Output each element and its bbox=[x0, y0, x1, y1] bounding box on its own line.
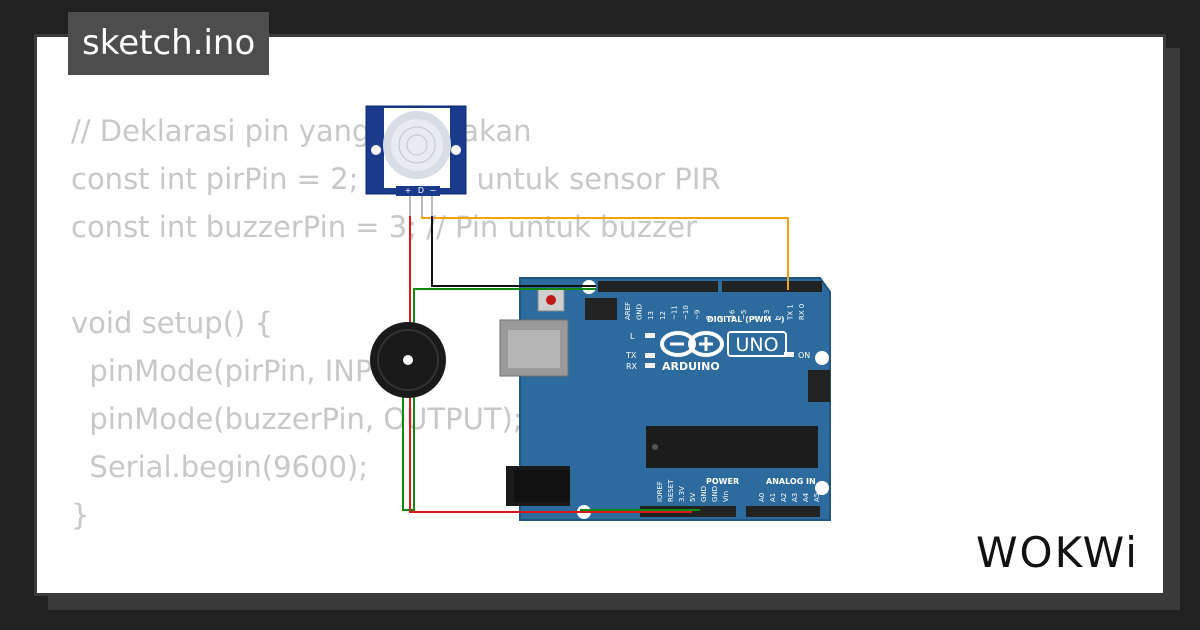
wire-signal-orange bbox=[421, 216, 789, 290]
pin-label: ~10 bbox=[682, 305, 690, 320]
pin-label: ~5 bbox=[740, 310, 748, 320]
pir-motion-sensor[interactable] bbox=[365, 105, 467, 216]
code-line: pinMode(buzzerPin, OUTPUT); bbox=[71, 402, 523, 436]
pin-label: AREF bbox=[624, 302, 632, 320]
wokwi-logo[interactable]: WOKWi bbox=[976, 528, 1139, 577]
pin-label: A2 bbox=[780, 493, 788, 502]
pin-label: 13 bbox=[647, 311, 655, 320]
pin-label: RX 0 bbox=[798, 304, 806, 320]
pin-label: GND bbox=[711, 486, 719, 502]
pin-label: TX 1 bbox=[786, 304, 794, 321]
pin-label: 12 bbox=[659, 311, 667, 320]
mount-hole bbox=[815, 351, 829, 365]
wire-gnd-black bbox=[431, 216, 596, 287]
pin-label: ~9 bbox=[694, 310, 702, 320]
power-label: POWER bbox=[706, 477, 739, 486]
icsp-header bbox=[585, 298, 830, 402]
pin-label: A1 bbox=[769, 493, 777, 502]
pir-pin-minus: − bbox=[430, 186, 437, 195]
mount-hole bbox=[371, 145, 381, 155]
pin-label: A4 bbox=[802, 492, 810, 502]
analog-header bbox=[746, 506, 820, 517]
led-label-l: L bbox=[630, 332, 635, 341]
uno-logo-text: UNO bbox=[735, 334, 778, 356]
status-leds bbox=[645, 333, 794, 368]
pin-label: ~3 bbox=[763, 310, 771, 320]
code-line: Serial.begin(9600); bbox=[71, 450, 369, 484]
pin-label: 3.3V bbox=[678, 486, 686, 502]
arduino-infinity-logo-icon bbox=[660, 331, 724, 357]
pin-label: 2 bbox=[775, 316, 783, 320]
digital-header bbox=[598, 281, 822, 292]
led-label-tx: TX bbox=[625, 351, 637, 360]
pin-label: Vin bbox=[722, 491, 730, 502]
digital-label: DIGITAL (PWM ~) bbox=[707, 315, 785, 324]
pin-label: ~6 bbox=[728, 309, 736, 320]
pin-label: GND bbox=[636, 304, 644, 320]
pin-label: A3 bbox=[791, 493, 799, 502]
pin-label: RESET bbox=[667, 479, 675, 502]
code-line: const int buzzerPin = 3; // Pin untuk bu… bbox=[71, 210, 698, 244]
analog-label: ANALOG IN bbox=[766, 477, 816, 486]
wires bbox=[402, 216, 789, 513]
buzzer[interactable] bbox=[370, 322, 446, 398]
led-label-rx: RX bbox=[626, 362, 638, 371]
pin-label: ~11 bbox=[670, 305, 678, 320]
mount-hole bbox=[451, 145, 461, 155]
pin-label: 7 bbox=[717, 316, 725, 320]
wire-buzzer-green bbox=[402, 288, 596, 511]
pin-label: A5 bbox=[813, 493, 821, 502]
pin-label: 5V bbox=[689, 493, 697, 502]
wire-vcc-red bbox=[409, 216, 692, 513]
pir-pin-d: D bbox=[418, 186, 424, 195]
code-line: } bbox=[71, 498, 90, 532]
microcontroller-chip bbox=[646, 426, 818, 468]
code-line: void setup() { bbox=[71, 306, 273, 340]
file-tab[interactable]: sketch.ino bbox=[68, 12, 270, 75]
led-label-on: ON bbox=[798, 351, 810, 360]
arduino-brand-text: ARDUINO bbox=[662, 360, 720, 373]
pir-pin-plus: + bbox=[405, 186, 412, 195]
pin-label: 8 bbox=[705, 316, 713, 320]
pin-label: 4 bbox=[752, 315, 760, 320]
mount-hole bbox=[815, 481, 829, 495]
pin-label: GND bbox=[700, 486, 708, 502]
pin-label: A0 bbox=[758, 493, 766, 502]
pin-label: IOREF bbox=[656, 481, 664, 502]
